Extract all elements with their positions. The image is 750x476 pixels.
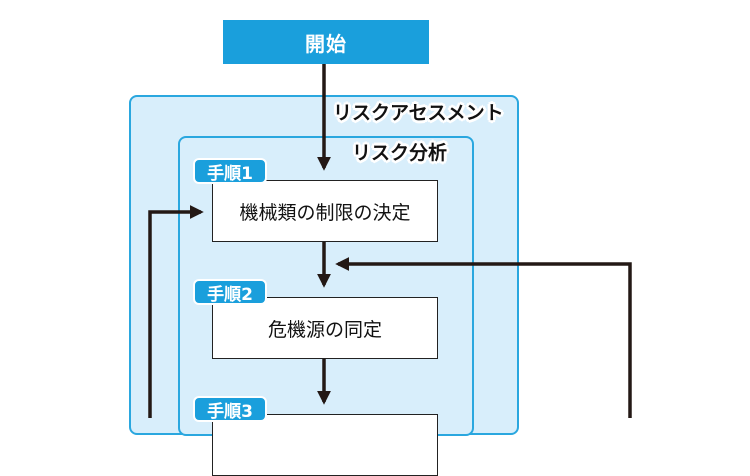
step2-tag: 手順2	[193, 279, 267, 305]
feedback-arrow-left	[148, 205, 204, 418]
step1-box: 機械類の制限の決定	[212, 180, 438, 242]
flow-connectors	[148, 64, 632, 418]
risk-analysis-label: リスク分析	[352, 142, 448, 164]
feedback-arrow-right	[335, 257, 632, 418]
step2-box: 危機源の同定	[212, 297, 438, 359]
risk-assessment-label: リスクアセスメント	[333, 102, 504, 124]
step3-box	[212, 414, 438, 476]
step1-label: 機械類の制限の決定	[239, 201, 411, 224]
step2-label: 危機源の同定	[267, 318, 382, 341]
step3-tag: 手順3	[193, 396, 267, 422]
step1-tag: 手順1	[193, 158, 267, 184]
start-node: 開始	[223, 20, 429, 64]
